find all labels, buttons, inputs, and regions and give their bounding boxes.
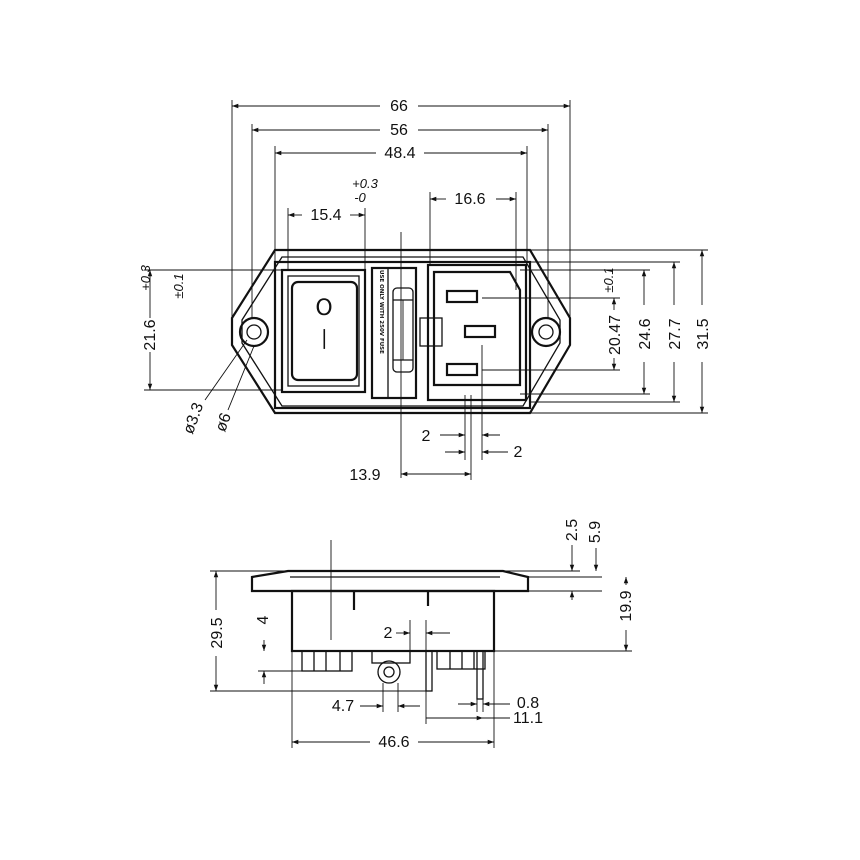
dim-overall-height: 31.5 — [530, 249, 712, 414]
dim-switch-width: 15.4 — [287, 207, 366, 270]
fuse-holder: USE ONLY WITH 250V FUSE — [370, 266, 418, 400]
svg-text:2: 2 — [422, 428, 431, 445]
dim-clip-height: 4 — [255, 615, 302, 684]
svg-text:20.47: 20.47 — [607, 315, 624, 355]
dim-side-body-width: 46.6 — [291, 651, 495, 751]
svg-text:2: 2 — [514, 444, 523, 461]
dim-panel-depth: 19.9 — [494, 577, 635, 652]
switch-off-symbol: — — [312, 328, 337, 350]
dim-body-width: 48.4 +0.3 -0 — [274, 145, 528, 262]
dim-inlet-width: 16.6 — [429, 191, 517, 290]
svg-text:+0.3: +0.3 — [352, 176, 378, 191]
svg-text:±0.1: ±0.1 — [171, 273, 186, 298]
dim-terminal-offset: 4.7 — [332, 683, 420, 715]
svg-text:48.4: 48.4 — [384, 145, 415, 162]
dim-overall-depth: 29.5 — [209, 570, 426, 692]
svg-text:2.5: 2.5 — [564, 519, 581, 541]
svg-text:ø6: ø6 — [213, 411, 235, 434]
dim-flange-width: 56 — [251, 122, 549, 318]
mounting-hole-left — [238, 316, 270, 348]
switch-on-symbol: O — [315, 296, 332, 321]
dim-terminal-thickness: 0.8 — [458, 695, 539, 712]
svg-text:+0.3: +0.3 — [138, 264, 153, 290]
inlet-pin-earth — [463, 324, 497, 339]
svg-text:19.9: 19.9 — [618, 590, 635, 621]
svg-text:27.7: 27.7 — [667, 318, 684, 349]
svg-text:0.8: 0.8 — [517, 695, 539, 712]
iec-inlet — [419, 263, 528, 402]
side-terminals — [301, 650, 486, 700]
dim-flange-thickness: 2.5 5.9 — [503, 519, 604, 600]
front-flange-inner — [241, 256, 561, 407]
svg-text:31.5: 31.5 — [695, 318, 712, 349]
dim-overall-width: 66 — [231, 98, 571, 318]
svg-text:56: 56 — [390, 122, 408, 139]
svg-text:46.6: 46.6 — [378, 734, 409, 751]
dim-pin-spacing: 2 2 — [422, 345, 523, 461]
fuse-warning-label: USE ONLY WITH 250V FUSE — [378, 270, 384, 354]
svg-text:11.1: 11.1 — [513, 710, 543, 727]
side-view: 2.5 5.9 19.9 29.5 4 — [209, 519, 635, 751]
inlet-pin-neutral — [445, 362, 479, 377]
svg-text:21.6: 21.6 — [142, 319, 159, 350]
svg-text:16.6: 16.6 — [454, 191, 485, 208]
svg-text:13.9: 13.9 — [349, 467, 380, 484]
svg-text:±0.1: ±0.1 — [601, 267, 616, 292]
inlet-pin-live — [445, 289, 479, 304]
svg-text:4.7: 4.7 — [332, 698, 354, 715]
dim-fuse-offset: 13.9 — [349, 395, 472, 484]
front-view: O — USE ONLY WITH 250V FUSE — [138, 98, 712, 484]
front-body — [273, 260, 532, 410]
rocker-switch: O — — [280, 268, 367, 394]
side-body — [290, 589, 496, 653]
svg-text:24.6: 24.6 — [637, 318, 654, 349]
svg-text:4: 4 — [255, 615, 272, 624]
svg-text:2: 2 — [384, 625, 393, 642]
dim-terminal-reach: 11.1 — [425, 691, 543, 727]
dim-switch-height: 21.6 +0.3 ±0.1 — [138, 264, 282, 391]
dim-body-height-24-6: 24.6 — [520, 269, 654, 395]
svg-text:5.9: 5.9 — [587, 521, 604, 543]
svg-text:66: 66 — [390, 98, 408, 115]
dim-body-height-27-7: 27.7 — [530, 261, 684, 403]
mounting-hole-right — [530, 316, 562, 348]
dim-terminal-gap: 2 — [384, 620, 450, 651]
svg-text:ø3.3: ø3.3 — [180, 400, 207, 436]
side-flange — [250, 569, 530, 593]
svg-text:-0: -0 — [354, 190, 366, 205]
svg-text:29.5: 29.5 — [209, 617, 226, 648]
dim-hole-diameters: ø3.3 ø6 — [180, 339, 255, 436]
dim-inlet-opening-height: 20.47 ±0.1 — [482, 267, 624, 371]
svg-text:15.4: 15.4 — [310, 207, 341, 224]
